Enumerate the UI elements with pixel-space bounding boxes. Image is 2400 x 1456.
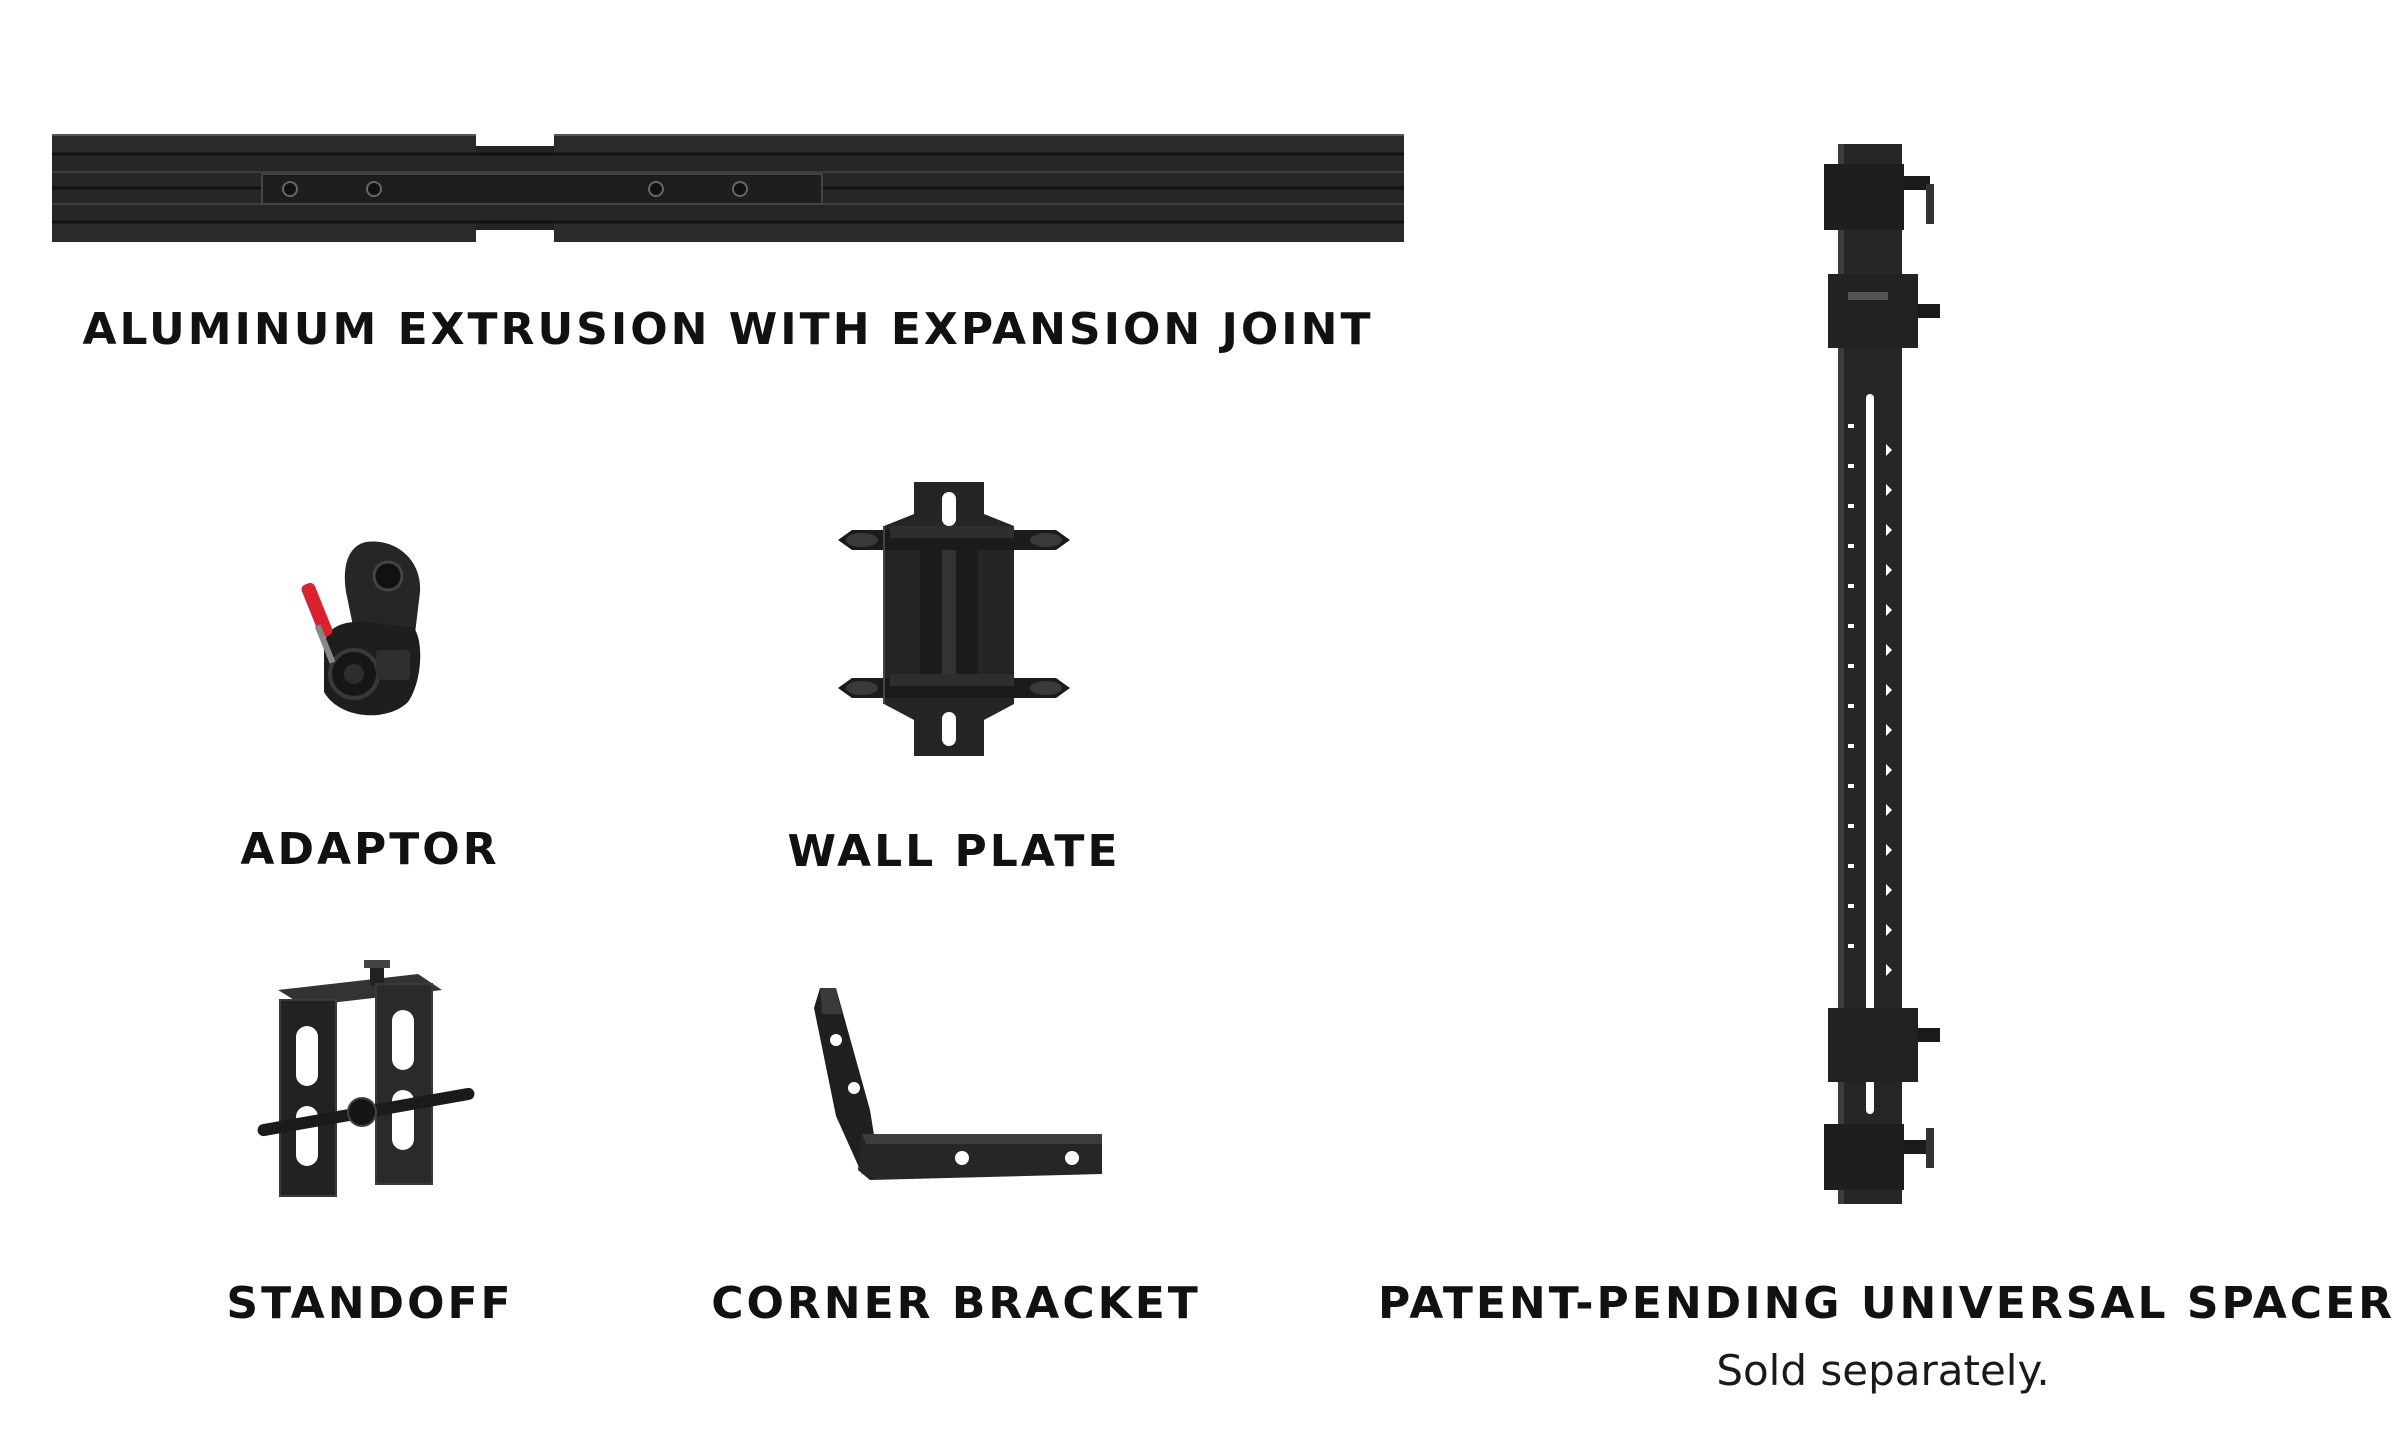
adaptor-product (296, 532, 436, 722)
wall-plate-product (834, 474, 1074, 764)
extrusion-label: ALUMINUM EXTRUSION WITH EXPANSION JOINT (82, 304, 1374, 355)
standoff-label: STANDOFF (226, 1278, 514, 1329)
universal-spacer-product (1800, 124, 1950, 1224)
standoff-image (257, 960, 475, 1197)
wall-plate-label: WALL PLATE (787, 826, 1121, 877)
spacer-label: PATENT-PENDING UNIVERSAL SPACER (1378, 1278, 2396, 1329)
corner-bracket-product (806, 984, 1106, 1194)
aluminum-extrusion-product (52, 128, 1404, 248)
aluminum-extrusion-image (52, 134, 1404, 242)
wall-plate-image (838, 482, 1070, 756)
adaptor-label: ADAPTOR (240, 824, 500, 875)
adaptor-image (301, 541, 421, 716)
sold-separately-note: Sold separately. (1716, 1346, 2050, 1395)
universal-spacer-image (1824, 144, 1940, 1204)
corner-bracket-image (814, 988, 1102, 1180)
corner-bracket-label: CORNER BRACKET (711, 1278, 1201, 1329)
standoff-product (256, 960, 476, 1210)
